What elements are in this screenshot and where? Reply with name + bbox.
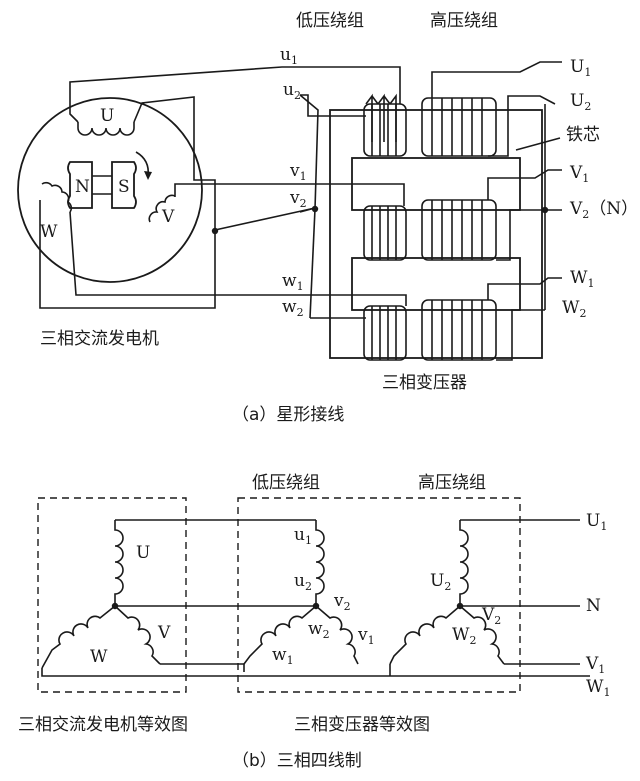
terminal-v2: v2 [289,188,307,210]
gen-phase-w-label: W [40,222,58,242]
low-label-v2: v2 [333,591,351,613]
gen-equiv-u-label: U [136,543,150,563]
high-voltage-winding-label-b: 高压绕组 [418,473,486,493]
high-voltage-winding-label: 高压绕组 [430,11,498,31]
low-terminal-labels: u1 u2 v1 v2 w1 w2 [280,45,307,319]
terminal-W2: W2 [562,298,586,320]
gen-equiv-v-label: V [157,623,171,643]
terminal-w1: w1 [282,271,304,293]
high-label-V2: V2 [481,605,501,627]
stator-winding-v: V [148,194,176,227]
rotor-s-label: S [118,177,130,197]
iron-core-label: 铁芯 [566,125,600,145]
high-label-W2: W2 [452,625,476,647]
gen-phase-v-label: V [161,207,175,227]
transformer-coils [363,93,497,361]
high-neutral-point-b [456,602,464,610]
low-coil-w [363,305,407,361]
low-voltage-winding-label-b: 低压绕组 [252,473,320,493]
neutral-junction-high [541,206,549,214]
generator-rotor: N S [67,151,152,209]
high-coil-u [421,97,497,157]
neutral-junction-gen [211,227,219,235]
high-label-U2: U2 [430,571,451,593]
output-V1: V1 [585,654,605,676]
output-W1: W1 [586,677,610,699]
terminal-U2: U2 [570,91,591,113]
terminal-V2: V2（N） [569,199,638,221]
high-coil-v [421,199,497,261]
output-N: N [586,596,601,616]
gen-neutral-point-b [111,602,119,610]
transformer-wiring [300,61,562,361]
part-b-three-phase-four-wire: 低压绕组 高压绕组 U V W u1 u2 v2 v1 w2 w1 [18,473,610,771]
low-neutral-point-b [312,602,320,610]
low-label-u2: u2 [294,571,312,593]
generator-wiring [39,66,319,319]
terminal-V1: V1 [569,163,589,185]
caption-b: （b）三相四线制 [232,751,362,771]
coil-turns [371,98,483,360]
high-coil-w [421,299,497,361]
terminal-U1: U1 [570,57,591,79]
terminal-u2: u2 [283,80,301,102]
output-U1: U1 [586,511,607,533]
generator-label: 三相交流发电机 [40,329,159,349]
terminal-W1: W1 [570,268,594,290]
generator-equiv-label: 三相交流发电机等效图 [18,715,188,735]
rotor-n-pole [67,161,93,209]
transformer-equiv-label: 三相变压器等效图 [294,715,430,735]
low-voltage-winding-label: 低压绕组 [296,11,364,31]
stator-winding-u: U [77,106,135,136]
terminal-u1: u1 [280,45,298,67]
terminal-w2: w2 [282,297,304,319]
rotor-n-label: N [75,177,90,197]
transformer-iron-core [329,109,543,359]
rotor-s-pole [111,161,137,209]
low-label-v1: v1 [357,625,375,647]
terminal-v1: v1 [289,161,307,183]
stator-winding-w: W [40,181,73,242]
low-coil-u [363,103,407,157]
gen-equiv-w-label: W [90,647,108,667]
transformer-equiv-box [237,497,521,693]
generator-equiv-box [37,497,187,693]
transformer-label: 三相变压器 [382,373,467,393]
low-label-u1: u1 [294,525,312,547]
low-voltage-star [243,520,359,665]
low-label-w2: w2 [308,619,330,641]
low-coil-v [363,205,407,261]
caption-a: （a）星形接线 [232,405,344,425]
high-terminal-labels: U1 U2 V1 V2（N） W1 W2 [562,57,638,320]
rotation-arrowhead [144,171,152,180]
high-voltage-star [389,519,580,676]
generator-stator [17,97,203,283]
low-label-w1: w1 [272,645,294,667]
gen-phase-u-label: U [100,106,114,126]
generator-star [41,519,590,677]
part-a-star-connection: N S U V W [17,11,638,425]
